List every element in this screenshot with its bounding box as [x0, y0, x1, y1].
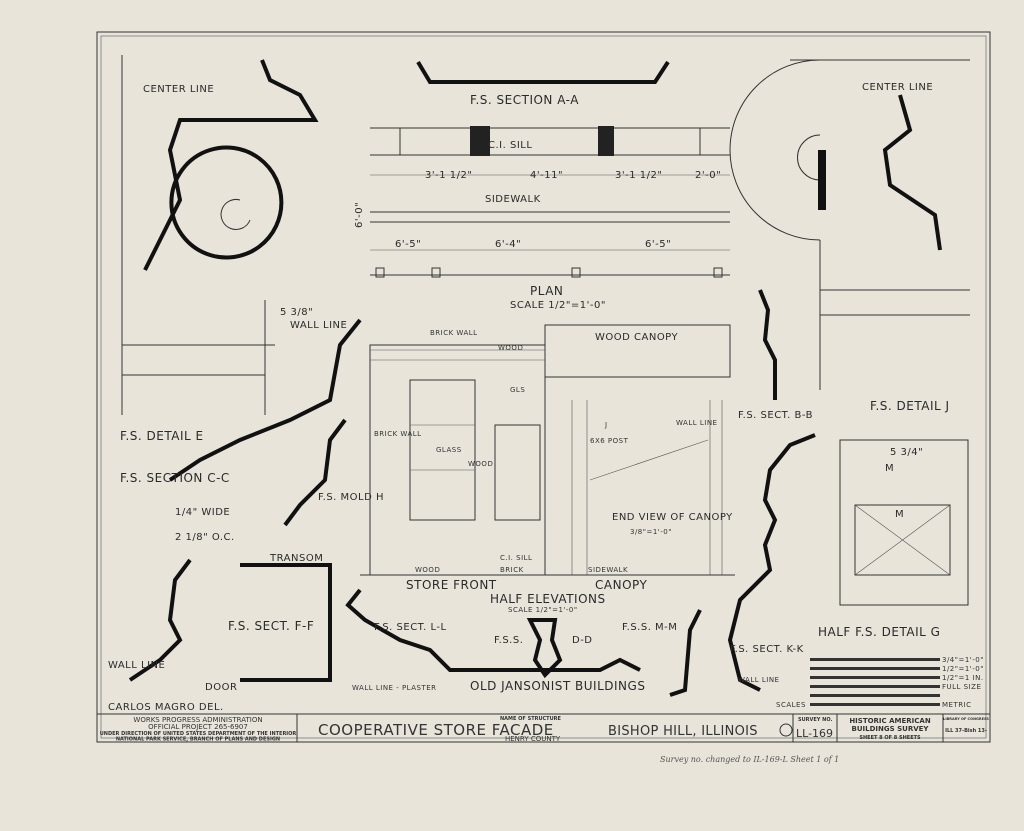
detail-j-drawing: CENTER LINE F.S. DETAIL J — [729, 59, 970, 413]
loc-number: ILL 37-Bish 13- — [945, 728, 987, 734]
brick-wall-side-label: BRICK WALL — [374, 430, 422, 438]
scale-label: METRIC — [942, 701, 972, 709]
sheet-inner-border — [100, 35, 987, 739]
ci-sill-label: C.I. SILL — [500, 554, 532, 562]
section-kk-label: F.S. SECT. K-K — [730, 644, 804, 655]
section-aa-label: F.S. SECTION A-A — [470, 93, 579, 107]
plan-dim: 6'-4" — [495, 239, 521, 250]
plan-dim: 3'-1 1/2" — [615, 170, 662, 181]
end-view-scale: 3/8"=1'-0" — [630, 528, 672, 536]
fss-label: F.S.S. — [494, 635, 523, 646]
scale-label: 1/2"=1 IN. — [942, 674, 984, 682]
loc-caption: LIBRARY OF CONGRESS — [943, 717, 989, 721]
canopy-label: CANOPY — [595, 578, 647, 592]
gls-label: GLS — [510, 386, 525, 394]
half-detail-g-label: HALF F.S. DETAIL G — [818, 625, 940, 639]
section-dd-label: D-D — [572, 635, 593, 646]
half-elevations-drawing: BRICK WALL WOOD WOOD CANOPY GLS GLASS BR… — [360, 324, 735, 614]
j-label: J — [604, 421, 608, 429]
section-ff-label: F.S. SECT. F-F — [228, 619, 314, 633]
wall-line-kk-label: WALL LINE — [738, 676, 779, 684]
section-ll-label: F.S. SECT. L-L — [374, 622, 447, 633]
plan-scale: SCALE 1/2"=1'-0" — [510, 300, 606, 311]
transom-label: TRANSOM — [269, 553, 323, 564]
brick-wall-label: BRICK WALL — [430, 329, 478, 337]
wpa-line3: UNDER DIRECTION OF UNITED STATES DEPARTM… — [100, 731, 297, 737]
structure-name: COOPERATIVE STORE FACADE — [318, 721, 554, 739]
cc-oc-label: 2 1/8" O.C. — [175, 532, 235, 543]
plan-dim: 3'-1 1/2" — [425, 170, 472, 181]
center-line-left: CENTER LINE — [143, 84, 214, 95]
wall-line-dim: 5 3/8" — [280, 307, 313, 318]
detail-e-drawing: CENTER LINE F.S. DETAIL E — [120, 55, 319, 443]
title-block: WORKS PROGRESS ADMINISTRATION OFFICIAL P… — [97, 713, 990, 743]
scale-label: FULL SIZE — [942, 683, 981, 691]
detail-j-label: F.S. DETAIL J — [870, 399, 950, 413]
wpa-line2: OFFICIAL PROJECT 265-6907 — [148, 723, 248, 731]
elevation-labels: BRICK WALL WOOD WOOD CANOPY GLS GLASS BR… — [374, 329, 733, 614]
brick-bottom-label: BRICK — [500, 566, 524, 574]
section-cc-drawing: 5 3/8" WALL LINE F.S. SECTION C-C 1/4" W… — [108, 307, 384, 682]
section-cc-label: F.S. SECTION C-C — [120, 471, 230, 485]
plan-drawing: C.I. SILL 3'-1 1/2" 4'-11" 3'-1 1/2" 2'-… — [354, 126, 730, 311]
section-ff-drawing: TRANSOM F.S. SECT. F-F DOOR — [205, 553, 332, 693]
bottom-sections: F.S. SECT. L-L F.S.S. D-D F.S.S. M-M WAL… — [345, 588, 702, 697]
location: BISHOP HILL, ILLINOIS — [608, 724, 758, 739]
sheet-border — [96, 31, 991, 743]
detail-g-m: M — [895, 509, 904, 520]
draftsman-credit: CARLOS MAGRO DEL. — [108, 702, 224, 713]
detail-g-m-top: M — [885, 463, 894, 474]
handwritten-note: Survey no. changed to IL-169-L Sheet 1 o… — [660, 755, 839, 764]
wall-line-label: WALL LINE — [676, 419, 717, 427]
wpa-line4: NATIONAL PARK SERVICE, BRANCH OF PLANS A… — [116, 737, 280, 743]
scale-bars: 3/4"=1'-0" 1/2"=1'-0" 1/2"=1 IN. FULL SI… — [776, 656, 984, 709]
seal-icon — [779, 723, 793, 737]
plan-ci-sill-label: C.I. SILL — [488, 140, 532, 151]
survey-number: LL-169 — [796, 727, 833, 740]
wood-mid-label: WOOD — [468, 460, 493, 468]
post-label: 6X6 POST — [590, 437, 629, 445]
section-bb-profile — [758, 289, 777, 400]
plan-sidewalk-label: SIDEWALK — [485, 194, 541, 205]
section-bb-label: F.S. SECT. B-B — [738, 410, 813, 421]
half-elevations-title: HALF ELEVATIONS — [490, 592, 606, 606]
door-label: DOOR — [205, 682, 237, 693]
half-elevations-scale: SCALE 1/2"=1'-0" — [508, 606, 578, 614]
section-mm-label: F.S.S. M-M — [622, 622, 677, 633]
wood-canopy-label: WOOD CANOPY — [595, 332, 678, 343]
plan-title: PLAN — [530, 284, 563, 298]
survey-caption: SURVEY NO. — [798, 717, 832, 723]
section-aa-drawing: F.S. SECTION A-A — [416, 60, 670, 107]
scale-label: 3/4"=1'-0" — [942, 656, 984, 664]
sheet-number: SHEET 8 OF 8 SHEETS — [859, 735, 921, 741]
wood-bottom-label: WOOD — [415, 566, 440, 574]
old-jansonist-label: OLD JANSONIST BUILDINGS — [470, 679, 645, 693]
wall-line-plaster-label: WALL LINE - PLASTER — [352, 684, 437, 692]
habs-line1: HISTORIC AMERICAN — [849, 717, 931, 725]
sidewalk-label: SIDEWALK — [588, 566, 628, 574]
plan-depth-dim: 6'-0" — [354, 202, 365, 228]
structure-caption: NAME OF STRUCTURE — [500, 716, 562, 722]
scales-label: SCALES — [776, 701, 806, 709]
county: HENRY COUNTY — [505, 735, 561, 743]
end-view-label: END VIEW OF CANOPY — [612, 512, 733, 523]
plan-dim: 6'-5" — [395, 239, 421, 250]
plan-dim: 4'-11" — [530, 170, 563, 181]
glass-label: GLASS — [436, 446, 462, 454]
detail-e-label: F.S. DETAIL E — [120, 429, 204, 443]
cc-wide-label: 1/4" WIDE — [175, 507, 230, 518]
detail-g-drawing: 5 3/4" M M F.S. SECT. K-K WALL LINE HALF… — [727, 433, 969, 692]
wpa-line1: WORKS PROGRESS ADMINISTRATION — [133, 716, 262, 724]
store-front-label: STORE FRONT — [406, 578, 497, 592]
wood-label: WOOD — [498, 344, 523, 352]
plan-dim: 2'-0" — [695, 170, 721, 181]
mold-h-label: F.S. MOLD H — [318, 492, 384, 503]
plan-dim: 6'-5" — [645, 239, 671, 250]
center-line-right: CENTER LINE — [862, 82, 933, 93]
scale-label: 1/2"=1'-0" — [942, 665, 984, 673]
detail-g-dim: 5 3/4" — [890, 447, 923, 458]
habs-line2: BUILDINGS SURVEY — [852, 725, 930, 733]
wall-line-top-label: WALL LINE — [290, 320, 347, 331]
wall-line-left-label: WALL LINE — [108, 660, 165, 671]
